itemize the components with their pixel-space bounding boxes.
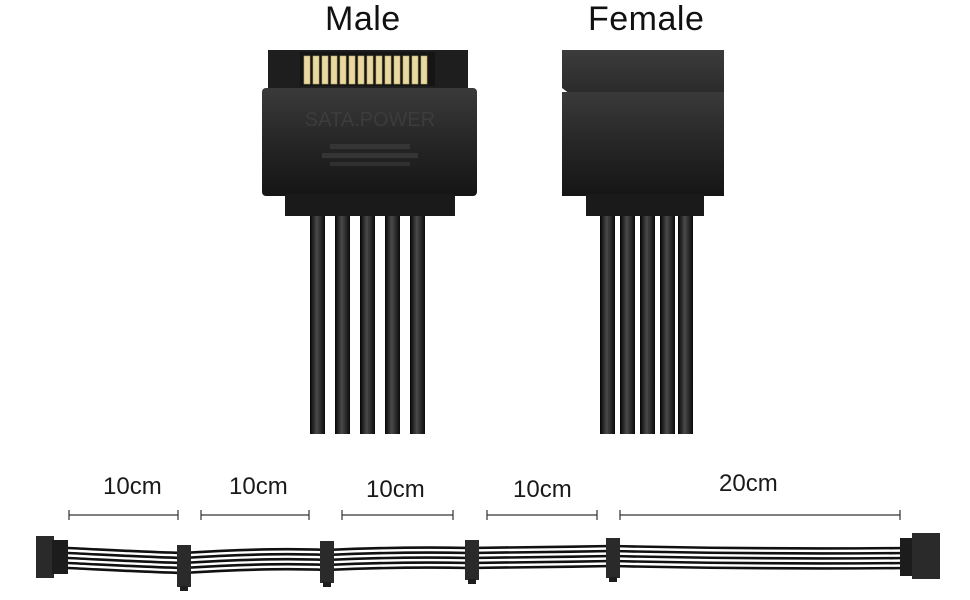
female-wires <box>600 214 693 434</box>
cable-wires <box>67 544 906 575</box>
male-connector: SATA.POWER <box>262 50 477 434</box>
segment-2-length: 10cm <box>229 473 288 500</box>
cable-assembly <box>36 510 940 591</box>
inline-connector-4 <box>606 538 620 582</box>
segment-4-length: 10cm <box>513 476 572 503</box>
left-end-connector <box>36 536 68 578</box>
inline-connector-2 <box>320 541 334 587</box>
segment-1-length: 10cm <box>103 473 162 500</box>
male-wires <box>310 214 425 434</box>
segment-5-length: 20cm <box>719 470 778 497</box>
measurement-lines <box>68 510 901 520</box>
female-connector <box>562 50 724 434</box>
male-pins <box>303 55 428 85</box>
female-label: Female <box>588 0 705 38</box>
segment-3-length: 10cm <box>366 476 425 503</box>
right-end-connector <box>900 533 940 579</box>
inline-connector-1 <box>177 545 191 591</box>
inline-connector-3 <box>465 540 479 584</box>
sata-power-emboss: SATA.POWER <box>305 109 435 131</box>
male-label: Male <box>325 0 401 38</box>
